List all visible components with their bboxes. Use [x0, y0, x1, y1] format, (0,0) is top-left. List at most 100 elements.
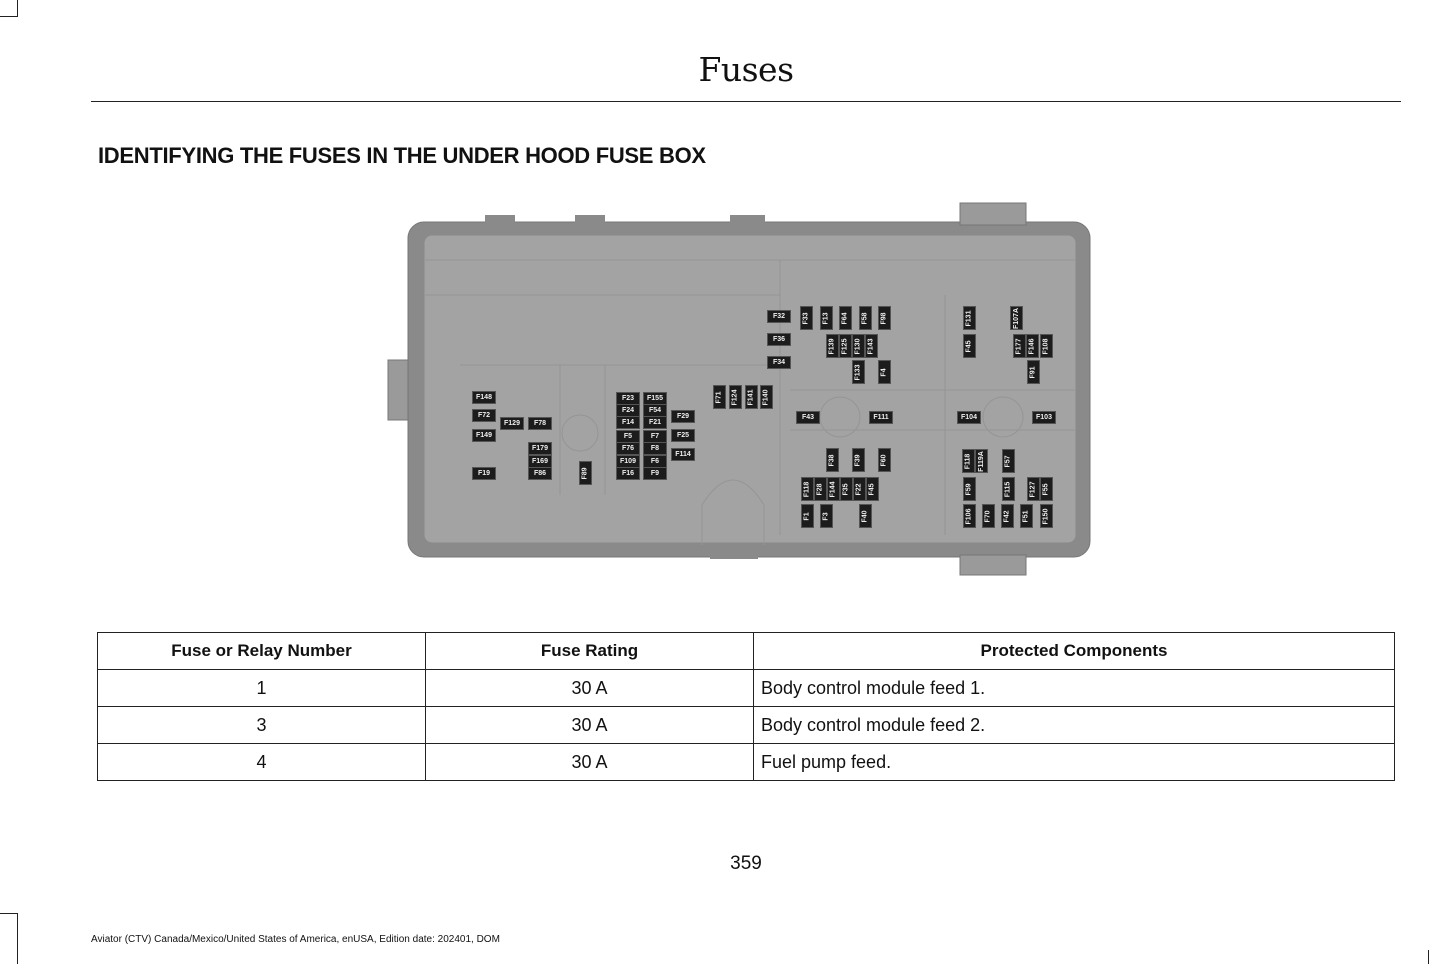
crop-mark [1428, 950, 1429, 964]
fuse-label: F146 [1025, 334, 1039, 358]
fuse-label: F107A [1009, 306, 1023, 330]
page-title: Fuses [698, 50, 794, 89]
fuse-label: F119A [974, 449, 988, 473]
fuse-label: F86 [528, 466, 552, 480]
fuse-rating: 30 A [425, 743, 754, 781]
fuse-label: F91 [1026, 360, 1040, 384]
fuse-label: F42 [1000, 504, 1014, 528]
fuse-table: Fuse or Relay Number Fuse Rating Protect… [97, 632, 1395, 781]
fuse-label: F58 [858, 306, 872, 330]
fuse-number: 4 [97, 743, 426, 781]
fuse-label: F38 [825, 448, 839, 472]
page-number: 359 [730, 853, 762, 874]
fuse-label: F8 [643, 441, 667, 455]
crop-mark [0, 16, 18, 17]
fuse-label: F118 [800, 477, 814, 501]
fuse-label: F4 [877, 360, 891, 384]
column-header: Fuse or Relay Number [97, 632, 426, 670]
fuse-label: F129 [500, 416, 524, 430]
protected-components: Body control module feed 2. [753, 706, 1395, 744]
fuse-label: F124 [728, 385, 742, 409]
fuse-label: F14 [616, 415, 640, 429]
column-header: Fuse Rating [425, 632, 754, 670]
fuse-label: F76 [616, 441, 640, 455]
fuse-label: F104 [957, 410, 981, 424]
fuse-label: F140 [759, 385, 773, 409]
fuse-label: F35 [839, 477, 853, 501]
fuse-label: F13 [819, 306, 833, 330]
fuse-label: F33 [799, 306, 813, 330]
fuse-label: F115 [1001, 477, 1015, 501]
table-header-row: Fuse or Relay Number Fuse Rating Protect… [97, 632, 1395, 670]
fuse-label: F60 [877, 448, 891, 472]
fuse-label: F149 [472, 428, 496, 442]
fuse-label: F32 [767, 309, 791, 323]
fuse-label: F40 [858, 504, 872, 528]
crop-mark [0, 913, 18, 914]
fuse-label: F103 [1032, 410, 1056, 424]
section-heading: IDENTIFYING THE FUSES IN THE UNDER HOOD … [98, 143, 706, 168]
fuse-label: F148 [472, 390, 496, 404]
fuse-label: F130 [851, 334, 865, 358]
fuse-label: F144 [826, 477, 840, 501]
fuse-label: F6 [643, 454, 667, 468]
fuse-label: F39 [851, 448, 865, 472]
footer-text: Aviator (CTV) Canada/Mexico/United State… [91, 934, 500, 945]
fuse-label: F3 [819, 504, 833, 528]
fuse-number: 3 [97, 706, 426, 744]
fuse-number: 1 [97, 669, 426, 707]
fuse-label: F78 [528, 416, 552, 430]
fuse-label: F59 [962, 477, 976, 501]
fuse-label: F28 [813, 477, 827, 501]
protected-components: Body control module feed 1. [753, 669, 1395, 707]
fuse-label: F98 [877, 306, 891, 330]
fuse-label: F106 [962, 504, 976, 528]
fuse-label: F57 [1001, 449, 1015, 473]
fuse-label: F177 [1012, 334, 1026, 358]
fuse-label: F118 [961, 449, 975, 473]
fuse-label: F125 [838, 334, 852, 358]
fuse-label: F108 [1039, 334, 1053, 358]
header-divider [91, 101, 1401, 102]
fuse-label: F36 [767, 332, 791, 346]
crop-mark [17, 913, 18, 964]
fuse-label: F114 [671, 447, 695, 461]
fuse-label: F131 [962, 306, 976, 330]
fuse-label: F43 [796, 410, 820, 424]
fuse-label: F127 [1026, 477, 1040, 501]
fuse-label: F55 [1039, 477, 1053, 501]
fuse-label: F1 [800, 504, 814, 528]
fuse-label: F150 [1039, 504, 1053, 528]
fuse-label: F71 [712, 385, 726, 409]
fuse-label: F111 [869, 410, 893, 424]
fuse-label: F25 [671, 428, 695, 442]
fuse-label: F64 [838, 306, 852, 330]
fuse-label: F139 [825, 334, 839, 358]
fuse-label: F141 [744, 385, 758, 409]
fuse-label: F51 [1019, 504, 1033, 528]
column-header: Protected Components [753, 632, 1395, 670]
fuse-label: F21 [643, 415, 667, 429]
fuse-rating: 30 A [425, 706, 754, 744]
fuse-label: F16 [616, 466, 640, 480]
fuse-label: F72 [472, 408, 496, 422]
fuse-label: F143 [864, 334, 878, 358]
fuse-label: F29 [671, 409, 695, 423]
fuse-label: F5 [616, 429, 640, 443]
fuse-label: F9 [643, 466, 667, 480]
crop-mark [17, 0, 18, 17]
fuse-label: F179 [528, 441, 552, 455]
fuse-label: F19 [472, 466, 496, 480]
fuse-label: F89 [578, 461, 592, 485]
fuse-label: F22 [852, 477, 866, 501]
fuse-label: F133 [851, 360, 865, 384]
fuse-label: F169 [528, 454, 552, 468]
fuse-label: F45 [865, 477, 879, 501]
fuse-label: F34 [767, 355, 791, 369]
protected-components: Fuel pump feed. [753, 743, 1395, 781]
fuse-rating: 30 A [425, 669, 754, 707]
